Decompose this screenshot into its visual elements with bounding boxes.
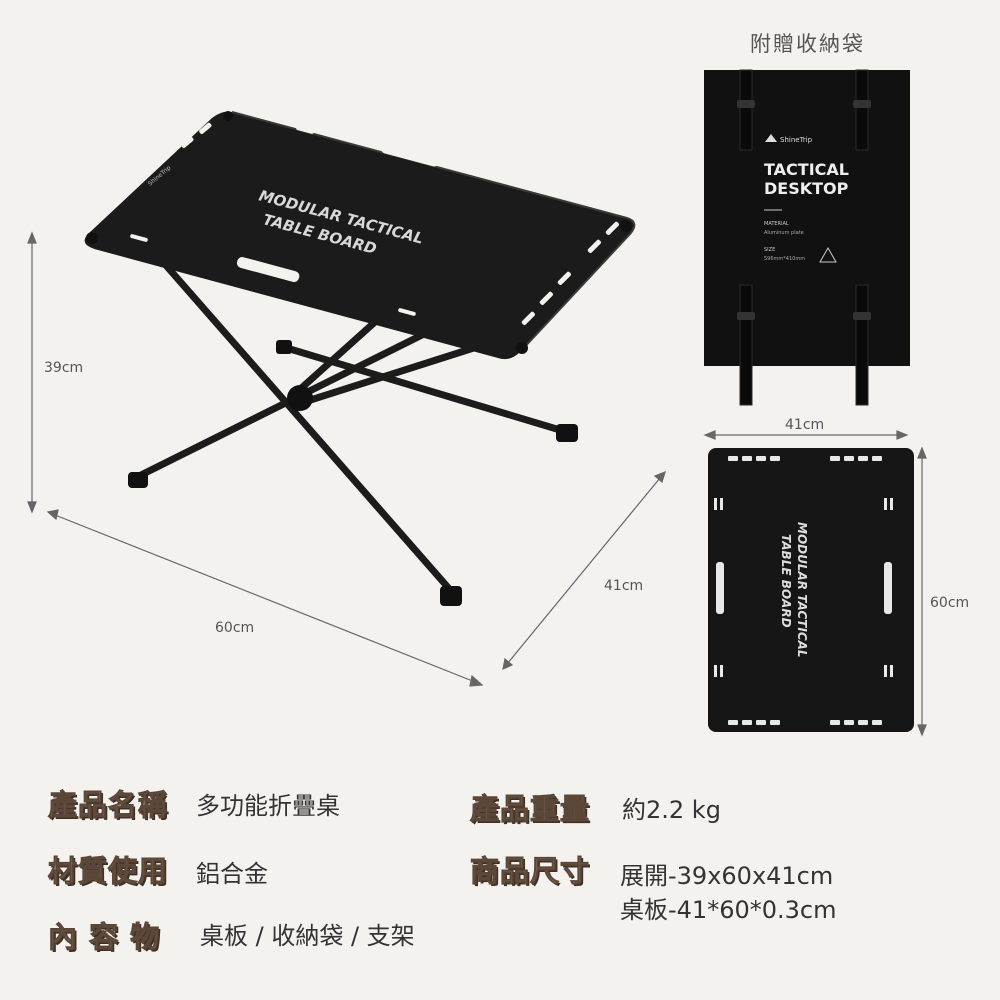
board-top-view: MODULAR TACTICAL TABLE BOARD [708,448,914,732]
spec-name-label: 產品名稱 [47,788,169,823]
dim-board-height-label: 60cm [930,595,970,611]
spec-weight-value: 約2.2 kg [622,796,721,824]
dim-height-label: 39cm [44,360,84,376]
spec-weight-label: 產品重量 [469,792,591,827]
board-print-line1: MODULAR TACTICAL [795,522,809,658]
bag-print-material-label: MATERIAL [764,221,789,227]
dim-board-width-label: 41cm [785,417,825,433]
spec-contents-value: 桌板 / 收納袋 / 支架 [200,922,415,950]
spec-contents-label: 內 容 物 [47,920,161,955]
bag-print-title1: TACTICAL [764,160,849,179]
tabletop-vents [101,122,619,325]
bag-print-size-value: 596mm*410mm [764,256,805,262]
spec-material-label: 材質使用 [47,854,169,889]
dimension-lines [27,231,927,737]
board-print-line2: TABLE BOARD [779,534,793,628]
bag-print-size-label: SIZE [764,247,775,253]
spec-name-value: 多功能折疊桌 [196,792,340,820]
bag-print-title2: DESKTOP [764,179,849,198]
storage-bag: ShineTrip TACTICAL DESKTOP MATERIAL Alum… [704,69,910,406]
spec-size-label: 商品尺寸 [469,854,591,889]
spec-size-value-2: 桌板-41*60*0.3cm [620,896,837,924]
bag-print-brand: ShineTrip [780,136,813,144]
bag-print-material-value: Aluminum plate [764,230,804,236]
leg-feet [128,340,578,606]
spec-size-value-1: 展開-39x60x41cm [620,862,834,890]
dim-width-label: 60cm [215,620,255,636]
tabletop: MODULAR TACTICAL TABLE BOARD ShineTrip [84,111,636,360]
spec-material-value: 鋁合金 [196,860,268,888]
bag-caption: 附贈收納袋 [750,32,865,56]
dim-depth-label: 41cm [604,578,644,594]
